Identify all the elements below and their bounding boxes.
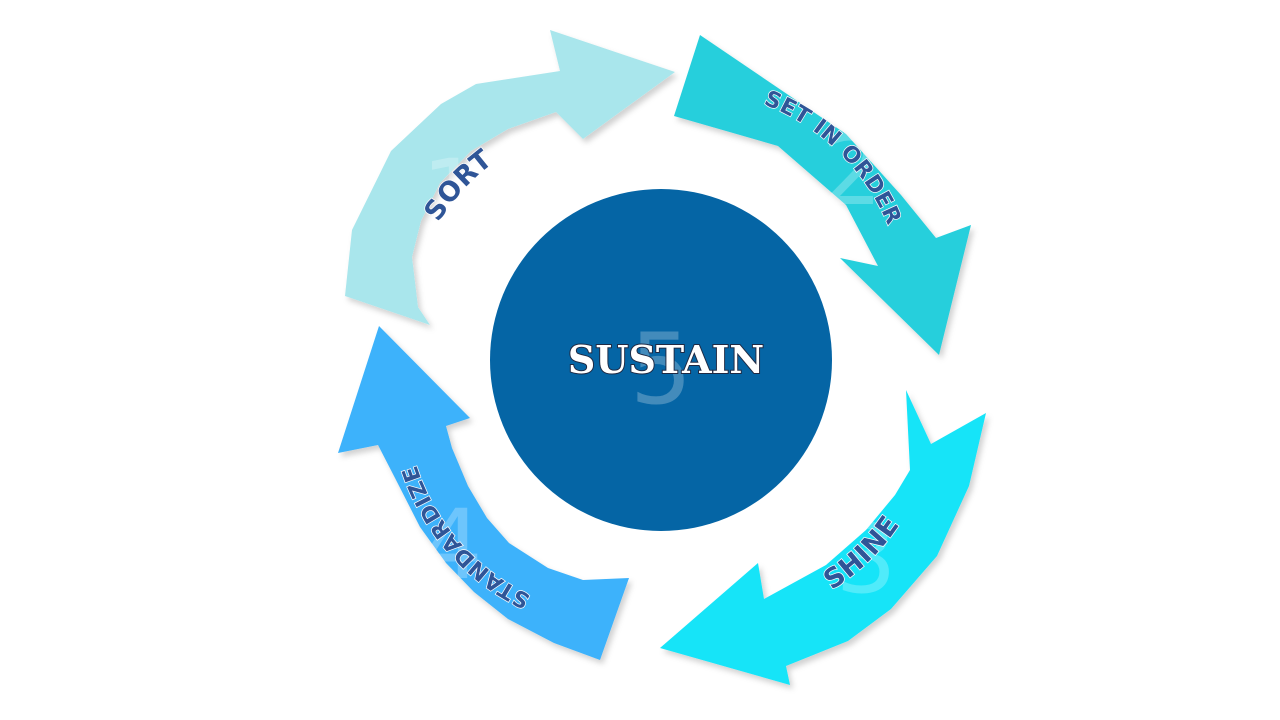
center-circle	[490, 189, 832, 531]
shine-number: 3	[835, 503, 896, 615]
center-label: SUSTAIN	[568, 337, 764, 382]
standardize-arrow	[338, 326, 629, 660]
center-number: 5	[630, 313, 692, 427]
sort-number: 1	[421, 139, 482, 251]
shine-arrow	[660, 390, 986, 685]
sort-arrow	[345, 30, 675, 325]
set-in-order-number: 2	[821, 115, 882, 227]
standardize-number: 4	[421, 489, 482, 601]
set-in-order-arrow	[674, 35, 971, 355]
